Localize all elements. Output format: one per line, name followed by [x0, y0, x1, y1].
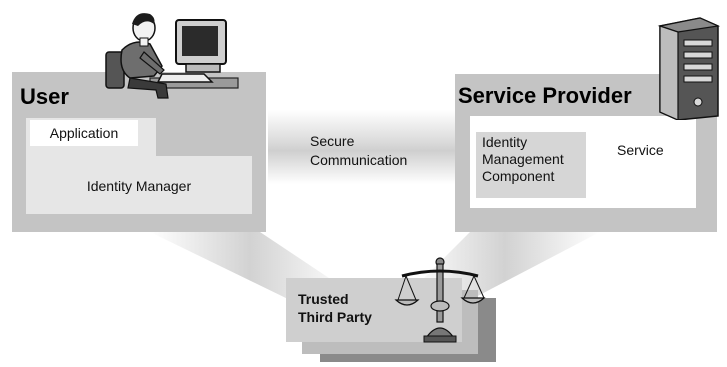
person-at-computer-icon: [105, 13, 239, 99]
application-label: Application: [49, 125, 119, 141]
secure-label-line2: Communication: [310, 152, 408, 168]
ttp-label-line2: Third Party: [298, 309, 372, 325]
component-label-line3: Component: [482, 168, 555, 184]
application-box: Application: [30, 120, 138, 146]
beam-secure-communication: [268, 110, 458, 184]
ttp-label-line1: Trusted: [298, 291, 349, 307]
component-label-line2: Management: [482, 151, 564, 167]
server-tower-icon: [657, 17, 721, 120]
component-label-line1: Identity: [482, 134, 528, 150]
user-title: User: [20, 84, 69, 109]
identity-manager-label: Identity Manager: [86, 178, 192, 194]
identity-manager-area: [26, 156, 252, 214]
service-provider-title: Service Provider: [458, 83, 632, 108]
service-label: Service: [617, 142, 664, 158]
balance-scale-icon: [394, 257, 486, 343]
secure-label-line1: Secure: [310, 133, 355, 149]
trusted-third-party-label: Trusted Third Party: [298, 290, 372, 326]
secure-communication-label: Secure Communication: [310, 132, 407, 170]
identity-management-component-box: Identity Management Component: [476, 132, 586, 198]
